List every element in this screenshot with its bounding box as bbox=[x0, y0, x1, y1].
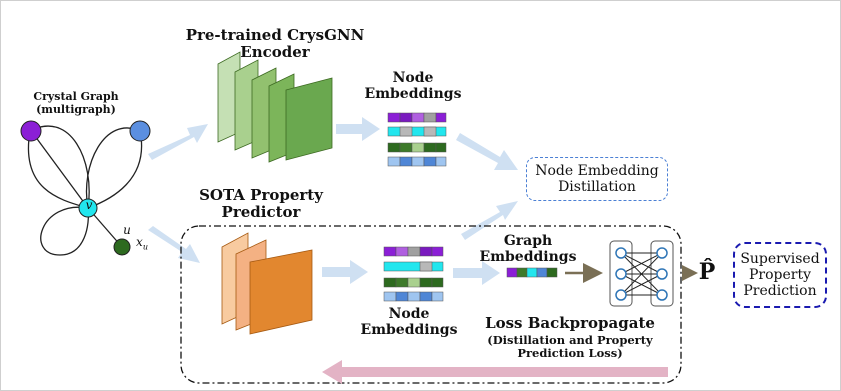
pretrained-encoder-label: Pre-trained CrysGNN Encoder bbox=[185, 26, 365, 62]
embedding-row bbox=[387, 112, 447, 123]
embedding-row bbox=[383, 246, 444, 257]
embedding-row bbox=[387, 126, 447, 137]
bottom-node-embeddings bbox=[383, 246, 444, 302]
node-xu-label: xu bbox=[136, 235, 148, 252]
arrow-encoder-to-embed bbox=[336, 117, 380, 141]
graph-edge bbox=[87, 130, 143, 209]
graph-edge bbox=[31, 131, 89, 209]
arrow-bottom-to-distill bbox=[461, 201, 518, 240]
embedding-row bbox=[383, 261, 444, 272]
node-v-label: v bbox=[85, 198, 93, 212]
arrow-graph-to-encoder bbox=[148, 124, 208, 160]
graph-edge bbox=[40, 206, 90, 256]
node-v bbox=[78, 198, 98, 218]
loss-backprop-title: Loss Backpropagate bbox=[485, 314, 655, 332]
backprop-arrow bbox=[322, 360, 668, 384]
embedding-row bbox=[387, 156, 447, 167]
flow-arrows bbox=[148, 117, 518, 285]
node-embeddings-top-label: Node Embeddings bbox=[364, 70, 462, 103]
arrow-graph-to-sota bbox=[148, 226, 200, 263]
node-purple bbox=[20, 120, 42, 142]
graph-embeddings-label: Graph Embeddings bbox=[479, 233, 577, 266]
sota-stack bbox=[221, 232, 313, 335]
loss-backprop-subtitle: (Distillation and Property Prediction Lo… bbox=[487, 333, 653, 361]
node-blue bbox=[129, 120, 151, 142]
node-embedding-distillation-box: Node Embedding Distillation bbox=[526, 157, 668, 201]
p-hat-symbol: P̂ bbox=[698, 259, 716, 285]
top-node-embeddings bbox=[387, 112, 447, 167]
node-u bbox=[113, 238, 131, 256]
graph-edge bbox=[85, 127, 141, 209]
arrow-top-to-distill bbox=[456, 133, 518, 170]
embedding-row bbox=[383, 277, 444, 288]
graph-embedding-bar bbox=[506, 267, 558, 278]
embedding-row bbox=[387, 142, 447, 153]
node-embeddings-bottom-label: Node Embeddings bbox=[360, 306, 458, 339]
graph-edge bbox=[27, 130, 89, 209]
arrow-embed-to-graph bbox=[453, 261, 500, 285]
sota-pipeline-box bbox=[180, 225, 682, 384]
supervised-prediction-box: Supervised Property Prediction bbox=[733, 242, 827, 308]
embedding-row bbox=[383, 291, 444, 302]
sota-predictor-label: SOTA Property Predictor bbox=[199, 186, 323, 222]
arrow-sota-to-embed bbox=[322, 260, 368, 284]
encoder-stack bbox=[217, 51, 333, 163]
mlp-network bbox=[609, 240, 674, 307]
crystal-graph-label: Crystal Graph (multigraph) bbox=[33, 90, 119, 116]
node-u-label: u bbox=[123, 223, 131, 237]
graph-edge bbox=[29, 125, 90, 209]
